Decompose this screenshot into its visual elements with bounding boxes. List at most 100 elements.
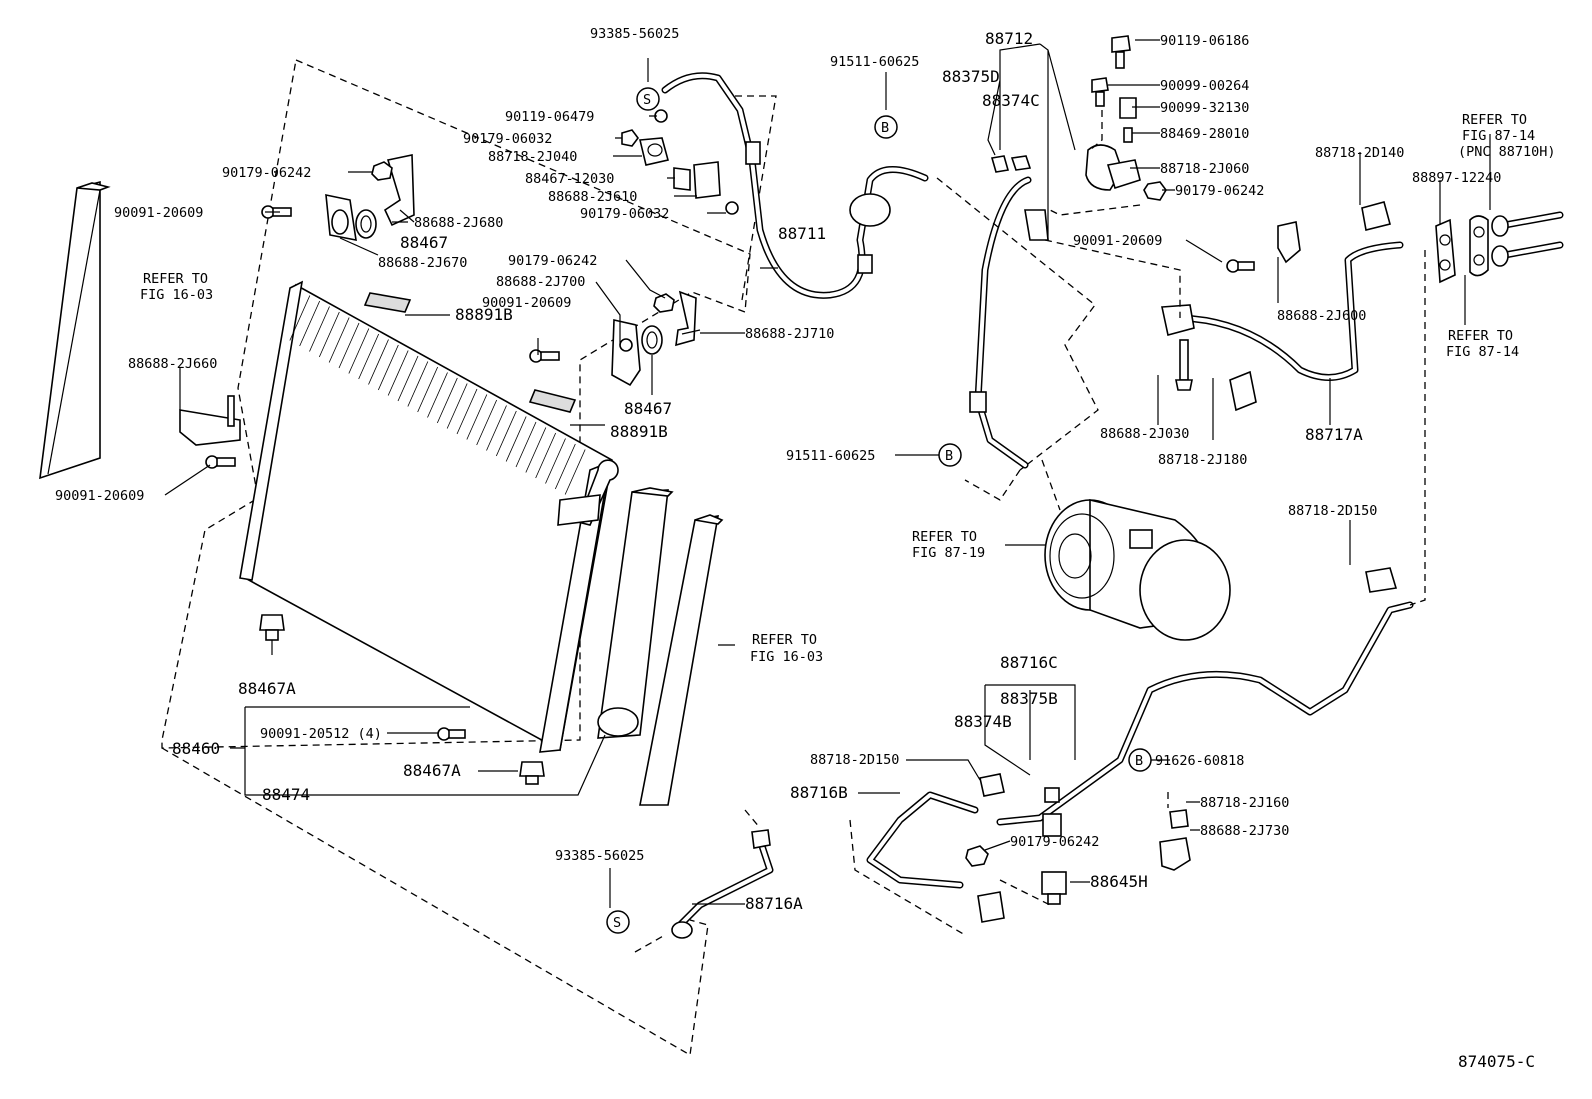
label-90119-06186: 90119-06186 (1160, 33, 1249, 49)
label-88718-2d150-bottom: 88718-2D150 (810, 752, 899, 768)
condenser-fin (387, 350, 409, 396)
nut-90179-06242-upper (371, 161, 393, 181)
cushion-88891b-lower (528, 389, 577, 413)
label-refer-16-03-a: REFER TO (143, 271, 208, 287)
dashed-link-j (999, 879, 1051, 906)
label-88718-2j060: 88718-2J060 (1160, 161, 1249, 177)
label-88897-12240: 88897-12240 (1412, 170, 1501, 186)
condenser-core (239, 280, 619, 753)
bracket-88718-2j160 (1169, 809, 1189, 829)
label-88645h: 88645H (1090, 872, 1148, 891)
flange-plate-right (1469, 215, 1489, 277)
bracket-88688-2j600 (1277, 221, 1301, 264)
marker-b-mid-text: B (945, 448, 953, 464)
label-88717a: 88717A (1305, 425, 1363, 444)
condenser-fin (427, 372, 448, 418)
suction-tube-88717a (1161, 241, 1404, 381)
label-93385-bottom: 93385-56025 (555, 848, 644, 864)
label-refer-16-03-b: FIG 16-03 (140, 287, 213, 303)
dashed-link-f (1089, 110, 1103, 151)
condenser-fin (554, 443, 576, 490)
part-labels: 93385-56025 91511-60625 88712 88375D 883… (55, 26, 1556, 1071)
condenser-fin (417, 366, 439, 413)
label-88469-28010: 88469-28010 (1160, 126, 1249, 142)
label-refer-87-14-c: (PNC 88710H) (1458, 144, 1556, 160)
label-90119-06479: 90119-06479 (505, 109, 594, 125)
cushion-88467-upper (355, 209, 377, 239)
label-91626-60818: 91626-60818 (1155, 753, 1244, 769)
condenser-fin (545, 438, 566, 484)
bracket-88688-2j660 (179, 395, 241, 446)
marker-s-bottom: S (606, 910, 630, 934)
condenser-fin (456, 388, 478, 435)
cushion-88891b-upper (363, 292, 412, 313)
leader-lines (164, 39, 1491, 908)
cushion-88467-lower (641, 325, 663, 355)
label-90091-20609-left: 90091-20609 (55, 488, 144, 504)
cushion-88467a-left (259, 614, 285, 641)
label-88374c: 88374C (982, 91, 1040, 110)
condenser-fin (495, 410, 517, 457)
dashed-link-e (1409, 250, 1426, 606)
label-88688-2j600: 88688-2J600 (1277, 308, 1366, 324)
label-91511-top: 91511-60625 (830, 54, 919, 70)
clamp-88718-2d150-right (1365, 567, 1398, 593)
label-90179-06242-left: 90179-06242 (222, 165, 311, 181)
condenser-fin (368, 339, 389, 385)
bracket-88688-2j670 (325, 193, 357, 241)
label-88718-2d150-right: 88718-2D150 (1288, 503, 1377, 519)
liquid-tube-88716a (671, 829, 774, 939)
condenser-fin (309, 306, 330, 352)
label-90179-06242-mid: 90179-06242 (508, 253, 597, 269)
condenser-fin (466, 394, 488, 440)
label-88718-2j180: 88718-2J180 (1158, 452, 1247, 468)
condenser-fin (397, 355, 419, 402)
marker-b-bottom: B (1128, 748, 1152, 772)
label-refer-87-19-a: REFER TO (912, 529, 977, 545)
label-90091-20609-mid: 90091-20609 (482, 295, 571, 311)
label-88375d: 88375D (942, 67, 1000, 86)
label-88711: 88711 (778, 224, 826, 243)
nut-90179-06242-mid (653, 293, 675, 313)
label-88375b: 88375B (1000, 689, 1058, 708)
liquid-tube-88716b (866, 791, 979, 889)
suction-hose-88712 (969, 176, 1049, 469)
label-refer-16-03-d: FIG 16-03 (750, 649, 823, 665)
condenser-fin (436, 377, 458, 424)
condenser-fin (328, 317, 350, 363)
label-88688-2j030: 88688-2J030 (1100, 426, 1189, 442)
dashed-link-i (849, 819, 966, 936)
label-88716c: 88716C (1000, 653, 1058, 672)
receiver-dryer (597, 487, 674, 739)
label-refer-87-19-b: FIG 87-19 (912, 545, 985, 561)
marker-b-bottom-text: B (1135, 753, 1143, 769)
label-88718-2j040: 88718-2J040 (488, 149, 577, 165)
label-88467-12030: 88467-12030 (525, 171, 614, 187)
condenser-fin (348, 328, 370, 374)
bolt-90091-20512-bottom (437, 727, 466, 741)
label-88688-2j660: 88688-2J660 (128, 356, 217, 372)
condenser-fin (338, 322, 360, 369)
condenser-fin (476, 399, 498, 446)
label-88374b: 88374B (954, 712, 1012, 731)
label-88467a-a: 88467A (238, 679, 296, 698)
label-90091-20512: 90091-20512 (4) (260, 726, 382, 742)
dashed-link-a (936, 177, 1099, 471)
label-88891b-b: 88891B (610, 422, 668, 441)
label-refer-87-14-e: FIG 87-14 (1446, 344, 1519, 360)
label-90091-20609-a: 90091-20609 (114, 205, 203, 221)
discharge-hose-88711 (661, 72, 929, 299)
label-88467-a: 88467 (400, 233, 448, 252)
label-93385-top: 93385-56025 (590, 26, 679, 42)
condenser-assembly-outline (161, 59, 751, 1057)
label-88716b: 88716B (790, 783, 848, 802)
dashed-link-l (744, 809, 761, 829)
condenser-fin (564, 449, 586, 495)
marker-s-top: S (636, 87, 660, 111)
bolt-88688-2j030 (1175, 339, 1193, 391)
label-88716a: 88716A (745, 894, 803, 913)
cushion-88467a-bottom (519, 761, 545, 785)
condenser-fin (377, 344, 399, 391)
clamp-88718-2d140 (1361, 201, 1391, 231)
